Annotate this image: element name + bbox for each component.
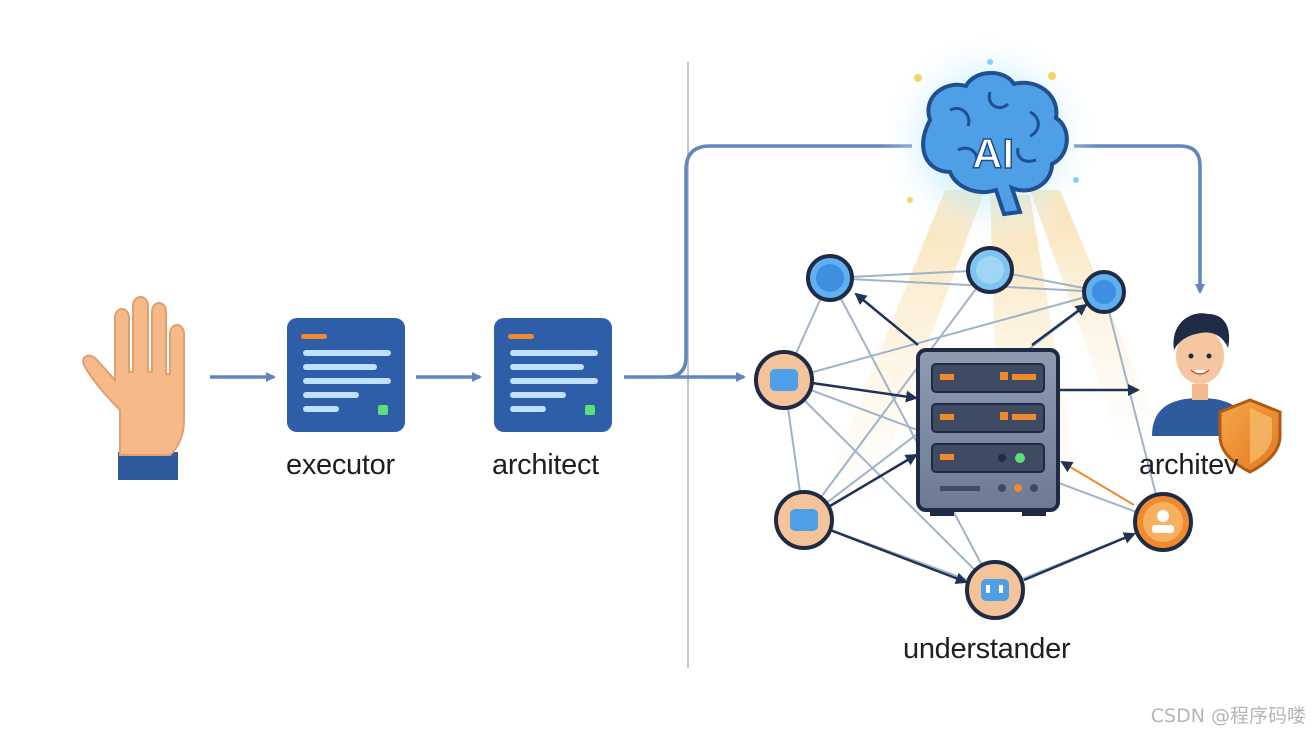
- arrow-ai-to-person: [1074, 144, 1205, 294]
- shield-icon: [1218, 398, 1282, 474]
- architect-card-icon: [494, 318, 612, 432]
- watermark-text: CSDN @程序码喽: [1150, 705, 1306, 727]
- arrow-architect-to-network: [624, 144, 912, 379]
- architect-label: architect: [492, 449, 599, 481]
- network-node-icon: [806, 254, 854, 302]
- understander-label: understander: [903, 633, 1071, 665]
- network-arrows: [811, 292, 1140, 585]
- server-icon: [916, 348, 1060, 516]
- hand-icon: [82, 296, 185, 480]
- network-node-icon: [966, 246, 1014, 294]
- brain-icon: [880, 30, 1100, 250]
- architev-label: architev: [1139, 449, 1239, 481]
- ai-badge-text: AI: [972, 130, 1014, 177]
- network-node-icon: [754, 350, 814, 410]
- executor-label: executor: [286, 449, 395, 481]
- user-node-icon: [1133, 492, 1193, 552]
- network-node-icon: [774, 490, 834, 550]
- executor-card-icon: [287, 318, 405, 432]
- network-node-icon: [965, 560, 1025, 620]
- network-node-icon: [1082, 270, 1126, 314]
